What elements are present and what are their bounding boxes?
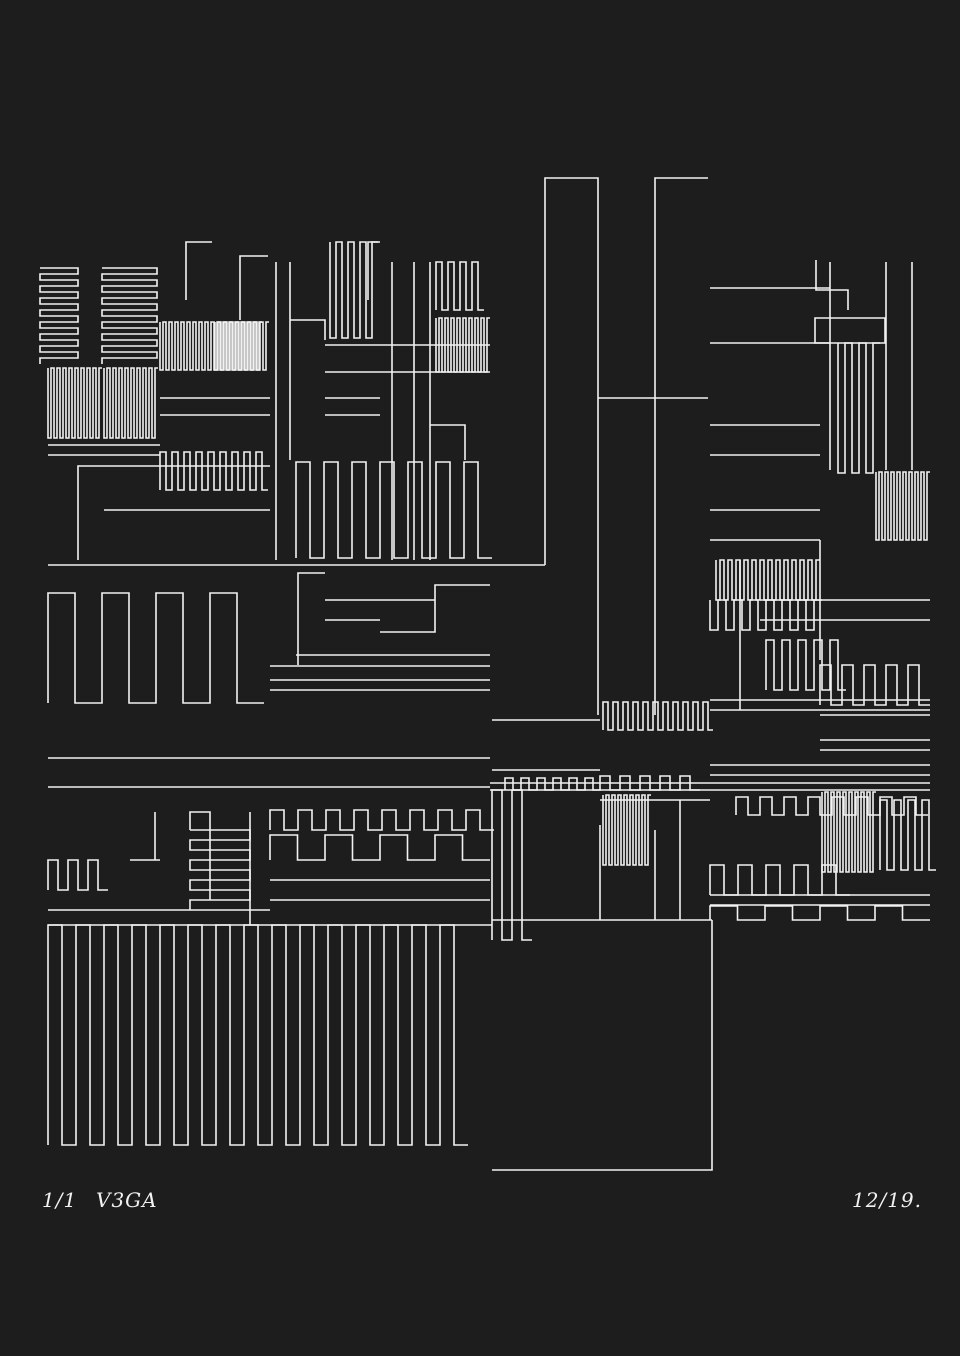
line-segment <box>239 255 268 320</box>
serpentine-pattern <box>39 267 79 364</box>
square-wave <box>47 592 264 704</box>
line-segment <box>77 465 270 560</box>
line-segment <box>297 572 325 665</box>
comb-pattern <box>875 471 930 541</box>
serpentine-pattern <box>189 829 251 910</box>
square-wave <box>735 796 928 816</box>
square-wave <box>295 461 492 559</box>
square-wave <box>709 905 930 921</box>
comb-pattern <box>602 794 651 866</box>
square-wave <box>709 864 850 896</box>
square-wave <box>435 261 484 311</box>
comb-pattern <box>715 559 820 601</box>
square-wave <box>159 451 268 491</box>
square-wave <box>491 789 532 941</box>
line-segment <box>289 262 326 460</box>
line-segment <box>185 241 212 300</box>
line-segment <box>815 260 849 310</box>
square-wave <box>269 809 494 831</box>
square-wave <box>269 834 490 861</box>
square-wave <box>765 639 846 691</box>
comb-pattern <box>837 342 880 474</box>
line-segment <box>814 317 886 344</box>
central-column-right <box>654 177 708 715</box>
line-segment <box>367 241 380 300</box>
square-wave <box>504 777 601 791</box>
comb-pattern <box>159 321 262 371</box>
pillar-wave <box>47 924 468 1146</box>
comb-pattern <box>821 791 876 873</box>
comb-pattern <box>329 241 378 339</box>
comb-pattern <box>214 321 269 371</box>
bottom-box <box>492 920 713 1171</box>
square-wave <box>602 701 713 731</box>
line-segment <box>380 584 490 633</box>
comb-pattern <box>47 367 102 439</box>
comb-pattern <box>103 367 158 439</box>
square-wave <box>599 775 700 791</box>
square-wave <box>47 859 108 891</box>
edition-number: 1/1 <box>42 1188 78 1212</box>
square-wave <box>879 799 936 871</box>
date-inscription: 12/19. <box>852 1188 922 1212</box>
artist-signature: V3GA <box>96 1188 158 1212</box>
line-segment <box>430 424 466 460</box>
central-column <box>544 177 599 715</box>
square-wave <box>819 664 930 706</box>
serpentine-pattern <box>101 267 158 364</box>
square-wave <box>709 599 822 631</box>
line-segment <box>189 811 211 900</box>
